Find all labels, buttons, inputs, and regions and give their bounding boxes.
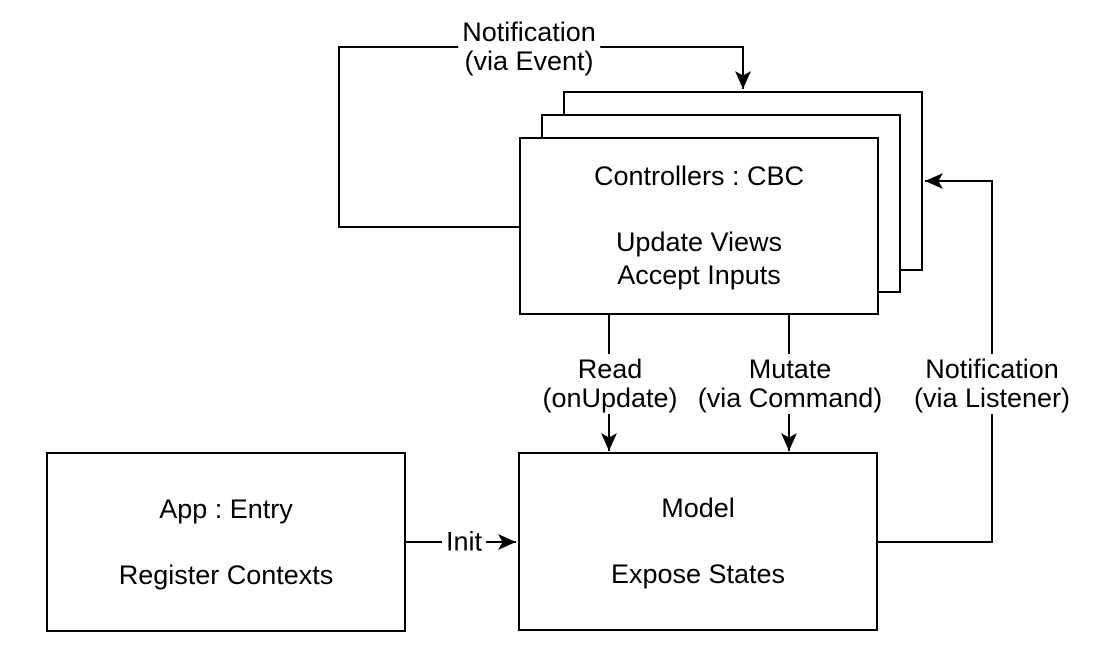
controllers-line-update-views: Update Views: [615, 227, 783, 257]
model-title: Model: [661, 493, 735, 523]
edge-label-notification-listener: Notification (via Listener): [909, 354, 1075, 414]
edge-label-line: Init: [445, 526, 483, 557]
edge-label-read: Read (onUpdate): [538, 354, 682, 414]
edge-label-line: (via Event): [464, 46, 594, 76]
edge-notification-event: [338, 46, 751, 228]
edge-label-line: Notification: [462, 17, 596, 47]
controllers-line-accept-inputs: Accept Inputs: [617, 260, 781, 290]
edge-label-mutate: Mutate (via Command): [693, 354, 887, 414]
controllers-title: Controllers : CBC: [593, 161, 805, 191]
app-line-register-contexts: Register Contexts: [118, 559, 334, 590]
app-box: App : Entry Register Contexts: [46, 452, 406, 632]
edge-label-line: (via Listener): [913, 383, 1071, 413]
model-box: Model Expose States: [518, 452, 878, 631]
edge-label-line: Notification: [925, 354, 1059, 384]
controllers-box: Controllers : CBC Update Views Accept In…: [519, 137, 879, 315]
edge-label-line: (via Command): [697, 383, 883, 413]
model-line-expose-states: Expose States: [610, 559, 786, 589]
edge-label-line: Mutate: [748, 354, 832, 384]
edge-label-notification-event: Notification (via Event): [458, 17, 600, 77]
app-title: App : Entry: [159, 493, 293, 524]
edge-label-line: Read: [577, 354, 643, 384]
edge-label-line: (onUpdate): [542, 383, 678, 413]
edge-label-init: Init: [441, 526, 487, 558]
